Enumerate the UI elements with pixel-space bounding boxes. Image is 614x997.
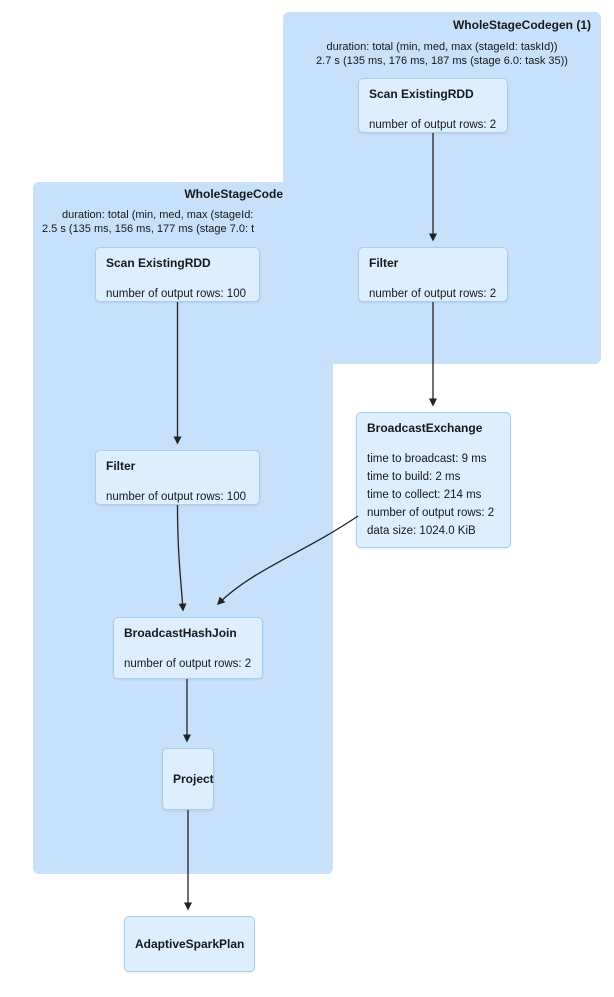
- node-broadcasthashjoin: BroadcastHashJoin number of output rows:…: [113, 617, 263, 679]
- node-metric: number of output rows: 2: [124, 658, 252, 670]
- node-metric: number of output rows: 2: [369, 288, 497, 300]
- node-metric: number of output rows: 100: [106, 288, 246, 300]
- node-filter-2: Filter number of output rows: 100: [95, 450, 260, 505]
- node-title: Filter: [369, 256, 399, 270]
- cluster1-duration-line2: 2.7 s (135 ms, 176 ms, 187 ms (stage 6.0…: [316, 55, 568, 67]
- node-title: Project: [173, 772, 214, 786]
- node-filter-1: Filter number of output rows: 2: [358, 247, 508, 302]
- node-metric: time to collect: 214 ms: [367, 489, 482, 501]
- node-adaptivesparkplan: AdaptiveSparkPlan: [124, 916, 255, 972]
- node-metric: number of output rows: 2: [369, 119, 497, 131]
- node-project: Project: [162, 748, 214, 810]
- node-title: Filter: [106, 459, 136, 473]
- cluster2-duration-line2: 2.5 s (135 ms, 156 ms, 177 ms (stage 7.0…: [42, 223, 255, 235]
- node-scan-existingrdd-2: Scan ExistingRDD number of output rows: …: [95, 247, 260, 302]
- node-metric: time to broadcast: 9 ms: [367, 453, 487, 465]
- node-title: Scan ExistingRDD: [369, 87, 474, 101]
- node-metric: number of output rows: 2: [367, 507, 495, 519]
- node-metric: number of output rows: 100: [106, 491, 246, 503]
- cluster1-title: WholeStageCodegen (1): [452, 18, 591, 32]
- node-title: BroadcastExchange: [367, 421, 483, 435]
- node-title: Scan ExistingRDD: [106, 256, 211, 270]
- node-metric: time to build: 2 ms: [367, 471, 461, 483]
- cluster1-duration-line1: duration: total (min, med, max (stageId:…: [326, 41, 558, 53]
- node-metric: data size: 1024.0 KiB: [367, 525, 476, 537]
- node-title: AdaptiveSparkPlan: [135, 937, 245, 951]
- node-title: BroadcastHashJoin: [124, 626, 237, 640]
- node-scan-existingrdd-1: Scan ExistingRDD number of output rows: …: [358, 78, 508, 133]
- node-broadcastexchange: BroadcastExchange time to broadcast: 9 m…: [356, 412, 511, 548]
- cluster2-title: WholeStageCode: [184, 187, 283, 201]
- cluster-wholestagecodegen-1: WholeStageCodegen (1) duration: total (m…: [283, 12, 601, 364]
- cluster2-duration-line1: duration: total (min, med, max (stageId:: [62, 209, 254, 221]
